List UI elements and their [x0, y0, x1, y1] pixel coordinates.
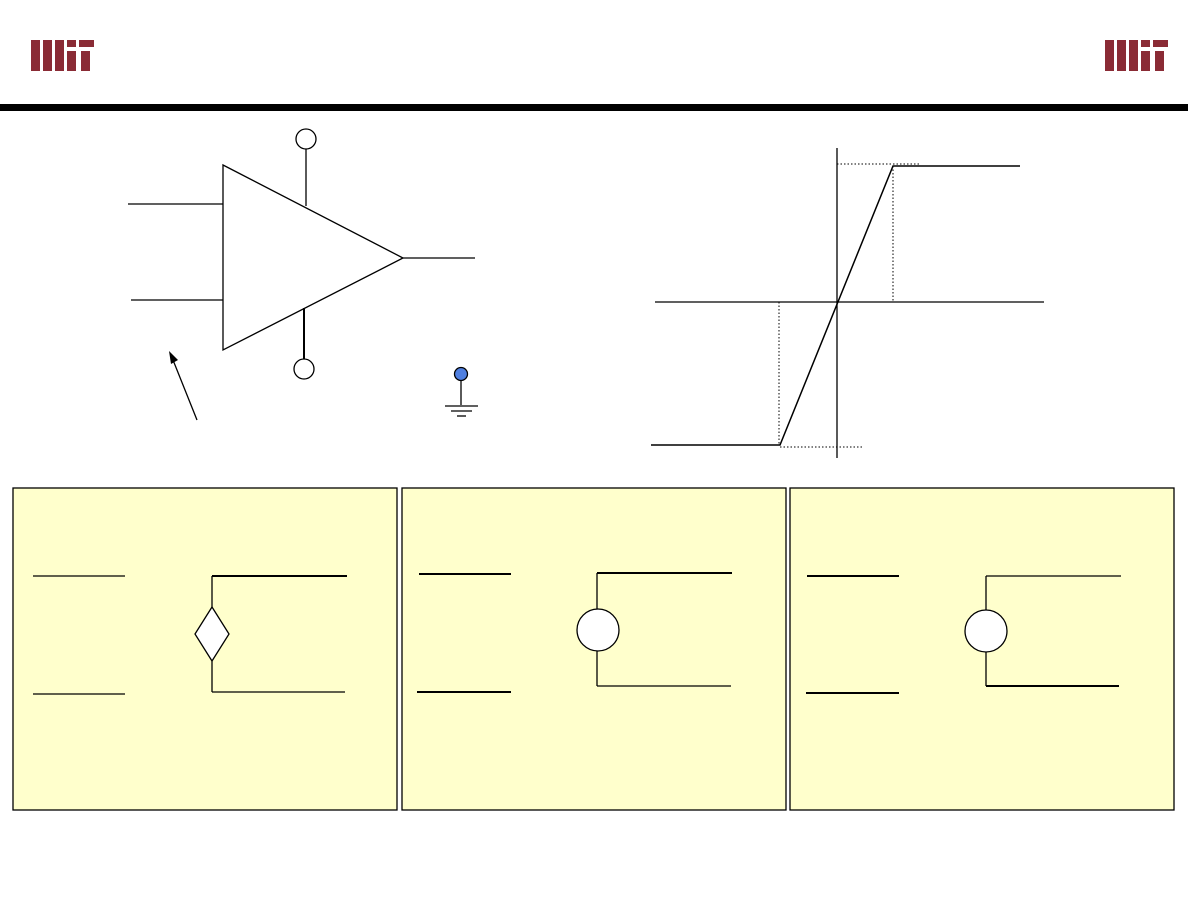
supply-negative-terminal: [293, 358, 315, 380]
model-panel-source-3: [789, 487, 1175, 811]
model-panel-source-2: [401, 487, 787, 811]
ground-icon: [445, 366, 478, 417]
transfer-curve: [651, 165, 1020, 446]
model-panel-dependent-source: [12, 487, 398, 811]
mit-logo-left: [31, 40, 94, 71]
saturation-guides: [778, 163, 920, 448]
transfer-characteristic: [651, 148, 1044, 458]
source-circle-icon: [576, 608, 620, 652]
mit-logo-right: [1105, 40, 1168, 71]
opamp-diagram: [128, 128, 475, 380]
ground-node: [453, 366, 469, 382]
opamp-triangle: [222, 163, 405, 352]
header-rule: [0, 104, 1188, 111]
pointer-arrow: [169, 351, 198, 421]
supply-positive-terminal: [295, 128, 317, 150]
source-circle-icon: [964, 609, 1008, 653]
